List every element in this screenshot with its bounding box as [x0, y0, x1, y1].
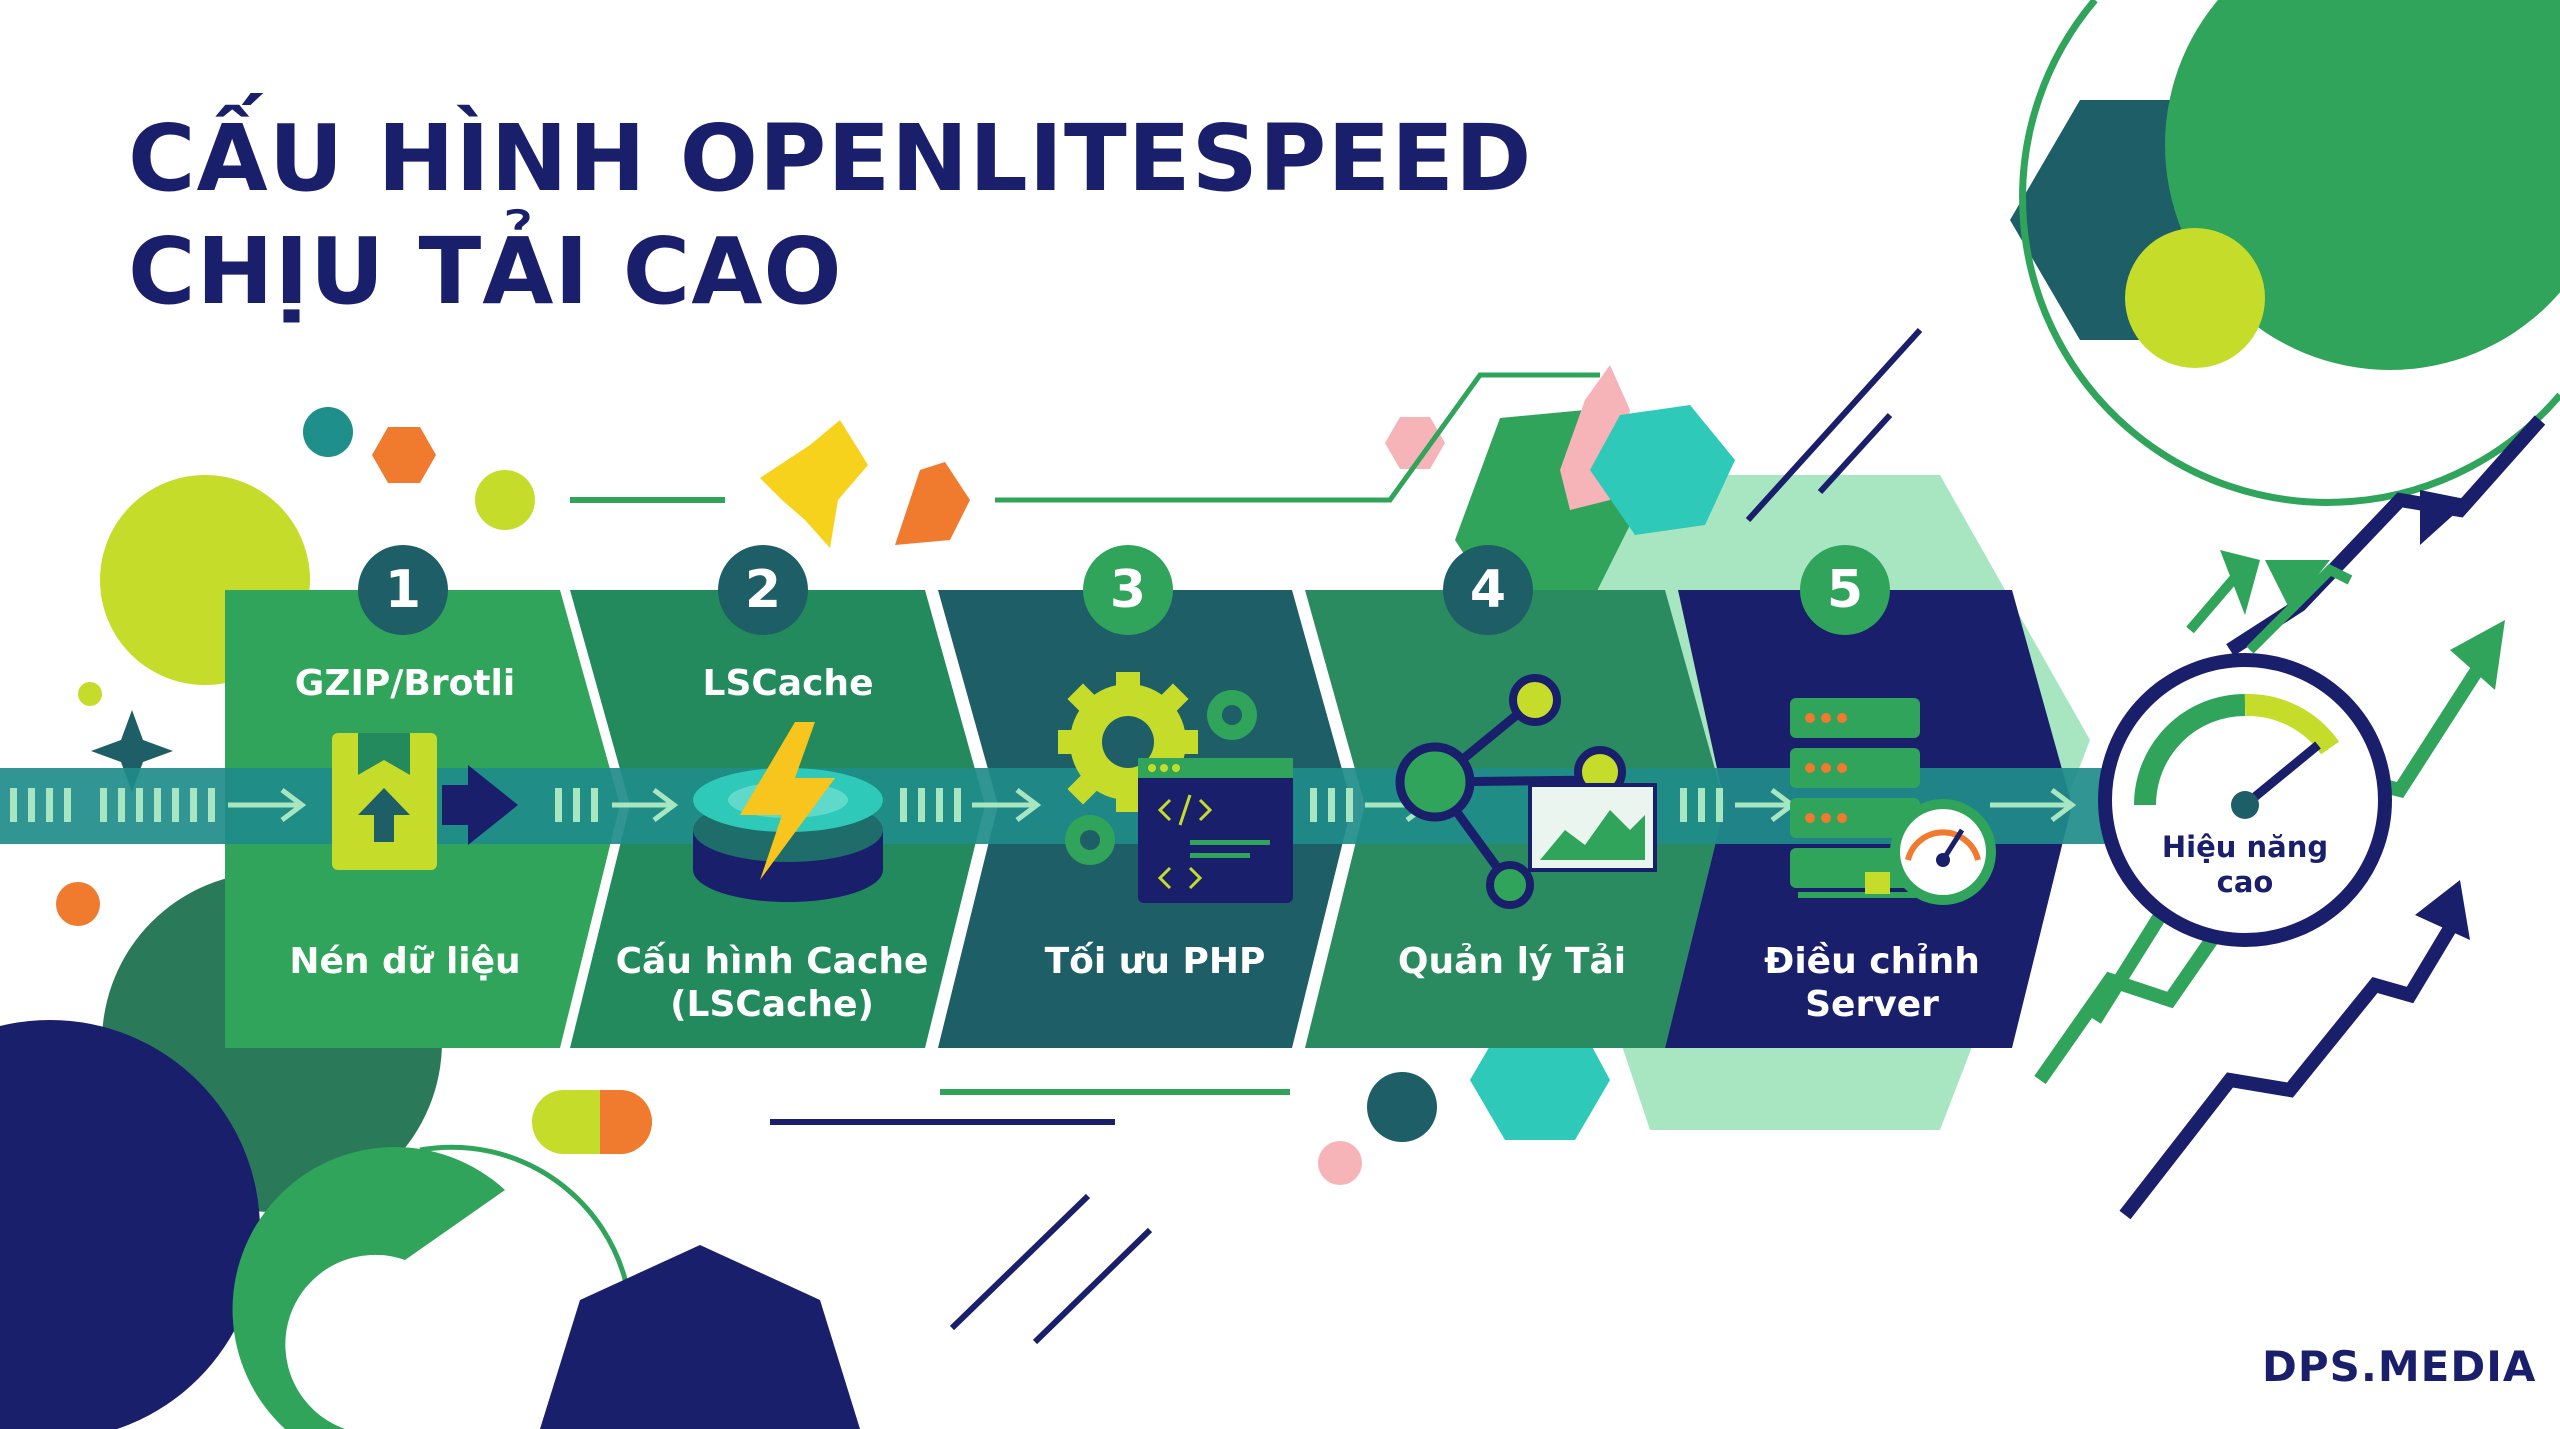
step-number-bg-2 [718, 545, 808, 635]
step-bottom-label-2: Cấu hình Cache (LSCache) [615, 941, 929, 1026]
decor-circle [475, 470, 535, 530]
decor-line [1032, 1227, 1153, 1345]
step-bottom-label-5: Điều chỉnh Server [1764, 941, 1980, 1026]
decor-line [995, 372, 1600, 503]
decor-line [1745, 327, 1923, 523]
decor-arc [232, 1147, 505, 1429]
step-top-label-2: LSCache [702, 663, 874, 704]
decor-pill [600, 1090, 652, 1154]
decor-circle [56, 882, 100, 926]
step-number-2: 2 [744, 560, 782, 620]
decor-confetti [760, 420, 868, 548]
decor-line [1817, 412, 1893, 495]
speedometer-label: Hiệu năng cao [2161, 830, 2329, 899]
decor-hexagon [1385, 417, 1445, 469]
flow-arrows [228, 788, 2077, 822]
speedometer-icon [2098, 653, 2392, 947]
decor-circle [303, 407, 353, 457]
flow-ticks [10, 788, 1723, 822]
decor-hexagon [540, 1245, 860, 1429]
decor-circle [0, 1020, 260, 1429]
sparkle-icon [91, 710, 173, 792]
decor-circle [78, 682, 102, 706]
step-number-bg-3 [1083, 545, 1173, 635]
step-number-4: 4 [1469, 560, 1507, 620]
decor-confetti [895, 462, 970, 545]
decor-ring [2018, 0, 2560, 507]
step-number-bg-5 [1800, 545, 1890, 635]
decor-circle [1367, 1072, 1437, 1142]
step-number-5: 5 [1826, 560, 1864, 620]
decor-circle [2165, 0, 2560, 370]
load-network-nodes [1395, 674, 1657, 909]
step-number-circles [358, 545, 1890, 635]
step-top-label-1: GZIP/Brotli [294, 663, 516, 704]
cache-lightning-icon [693, 722, 883, 902]
step-number-3: 3 [1109, 560, 1147, 620]
decor-circle [2125, 228, 2265, 368]
step-number-bg-4 [1443, 545, 1533, 635]
step-number-bg-1 [358, 545, 448, 635]
page-title-line-2: CHỊU TẢI CAO [128, 218, 843, 325]
decor-hexagon [372, 427, 436, 483]
decor-circle [1318, 1141, 1362, 1185]
compressed-file-icon [332, 733, 518, 870]
brand-logo-text: DPS.MEDIA [2262, 1342, 2537, 1391]
gears-code-icon [1058, 672, 1293, 903]
server-gauge-icon [1790, 698, 1996, 905]
step-number-1: 1 [384, 560, 422, 620]
decor-line [949, 1193, 1091, 1331]
step-bottom-label-3: Tối ưu PHP [1044, 941, 1266, 982]
page-title-line-1: CẤU HÌNH OPENLITESPEED [128, 105, 1533, 212]
decor-hexagon [1590, 405, 1735, 535]
step-bottom-label-4: Quản lý Tải [1397, 941, 1627, 982]
step-bottom-label-1: Nén dữ liệu [289, 941, 521, 982]
